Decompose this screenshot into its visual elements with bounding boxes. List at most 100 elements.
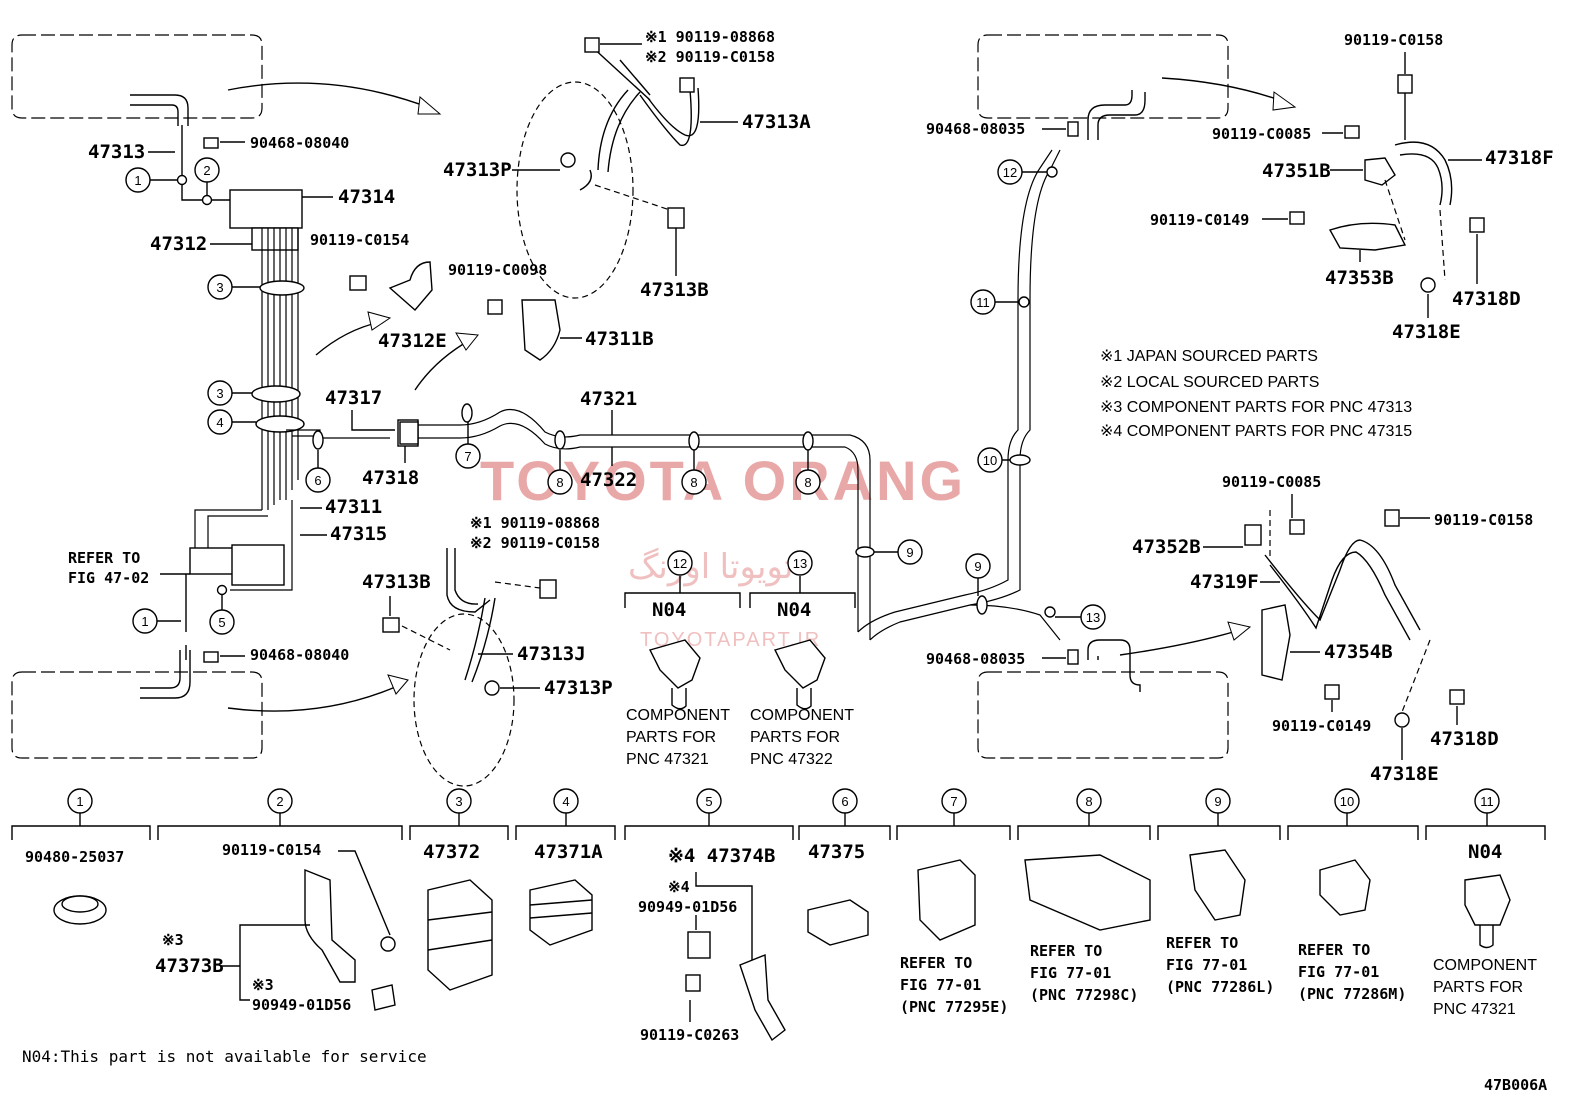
label-47317: 47317: [325, 387, 382, 409]
connector-47318: [399, 421, 419, 445]
callout-2: 2: [203, 163, 210, 178]
n04-clip-b: [773, 639, 826, 710]
legend-num-5: 5: [705, 794, 712, 809]
label-47318: 47318: [362, 467, 419, 489]
label-l-90119-C0158-top: ※2 90119-C0158: [645, 48, 775, 66]
callout-11: 11: [976, 295, 990, 310]
legend-2-sub2: ※3: [252, 976, 274, 994]
callout-4: 4: [216, 415, 223, 430]
legend-10-ref1: REFER TO: [1298, 941, 1370, 959]
legend-7-ref3: (PNC 77295E): [900, 998, 1008, 1016]
legend-11-part: N04: [1468, 841, 1502, 863]
legend-num-10: 10: [1340, 794, 1354, 809]
label-47313B-top: 47313B: [640, 279, 709, 301]
legend-2-sub1: ※3: [162, 931, 184, 949]
label-n04-a: N04: [652, 599, 686, 621]
label-47313: 47313: [88, 141, 145, 163]
legend-2-part: 90119-C0154: [222, 841, 321, 859]
legend-7-ref1: REFER TO: [900, 954, 972, 972]
callout-3a: 3: [216, 280, 223, 295]
label-47313B-bot: 47313B: [362, 571, 431, 593]
n04-clip-a: [648, 639, 701, 710]
label-90119-C0158-r: 90119-C0158: [1344, 31, 1443, 49]
label-90119-C0085-r: 90119-C0085: [1212, 125, 1311, 143]
legend-10-ref2: FIG 77-01: [1298, 963, 1379, 981]
hose-assembly-bottom: [382, 548, 557, 787]
legend-num-8: 8: [1085, 794, 1092, 809]
callout-1: 1: [134, 173, 141, 188]
bracket-47312E: [349, 261, 433, 311]
label-47315: 47315: [330, 523, 387, 545]
legend-num-3: 3: [455, 794, 462, 809]
label-47318E-r: 47318E: [1392, 321, 1461, 343]
legend-num-4: 4: [562, 794, 569, 809]
label-47318D-r2: 47318D: [1430, 728, 1499, 750]
legend-num-11: 11: [1480, 794, 1494, 809]
legend-2-sub1b: 47373B: [155, 955, 224, 977]
comp-b-line2: PARTS FOR: [750, 729, 840, 746]
legend-11-ref1: COMPONENT: [1433, 957, 1537, 974]
label-n04-b: N04: [777, 599, 811, 621]
label-j-90119-08868-bot: ※1 90119-08868: [470, 514, 600, 532]
label-l-90119-C0158-bot: ※2 90119-C0158: [470, 534, 600, 552]
comp-a-line3: PNC 47321: [626, 751, 709, 768]
legend-3-part: 47372: [423, 841, 480, 863]
label-90468-08035-top: 90468-08035: [926, 120, 1025, 138]
label-90119-C0154: 90119-C0154: [310, 231, 409, 249]
legend-num-2: 2: [276, 794, 283, 809]
hose-assembly-right-bottom: [1244, 509, 1465, 728]
label-47319F: 47319F: [1190, 571, 1259, 593]
legend-7-ref2: FIG 77-01: [900, 976, 981, 994]
label-47314: 47314: [338, 186, 395, 208]
legend-11-ref3: PNC 47321: [1433, 1001, 1516, 1018]
bracket-47311B: [487, 299, 561, 361]
label-j-90119-08868-top: ※1 90119-08868: [645, 28, 775, 46]
legend-8-ref1: REFER TO: [1030, 942, 1102, 960]
legend-2-sub2b: 90949-01D56: [252, 996, 351, 1014]
legend-11-ref2: PARTS FOR: [1433, 979, 1523, 996]
legend-8-ref3: (PNC 77298C): [1030, 986, 1138, 1004]
callout-10: 10: [983, 453, 997, 468]
legend-num-9: 9: [1214, 794, 1221, 809]
part-labels: 47313 90468-08040 47314 47312 90119-C015…: [68, 28, 1554, 785]
label-47322: 47322: [580, 469, 637, 491]
label-47353B: 47353B: [1325, 267, 1394, 289]
callout-7: 7: [464, 449, 471, 464]
label-90119-C0158-r2: 90119-C0158: [1434, 511, 1533, 529]
comp-b-line3: PNC 47322: [750, 751, 833, 768]
callout-1b: 1: [141, 614, 148, 629]
callout-9b: 9: [974, 559, 981, 574]
vehicle-box-top-left: [11, 34, 263, 126]
legend-5-sub2b: 90119-C0263: [640, 1026, 739, 1044]
comp-b-line1: COMPONENT: [750, 707, 854, 724]
legend-4-part: 47371A: [534, 841, 603, 863]
label-47313A: 47313A: [742, 111, 811, 133]
label-90119-C0085-r2: 90119-C0085: [1222, 473, 1321, 491]
legend-num-7: 7: [950, 794, 957, 809]
figure-code: 47B006A: [1484, 1076, 1547, 1094]
legend-9-ref3: (PNC 77286L): [1166, 978, 1274, 996]
comp-a-line1: COMPONENT: [626, 707, 730, 724]
label-90468-08040-bot: 90468-08040: [250, 646, 349, 664]
callout-3b: 3: [216, 386, 223, 401]
callout-12b: 12: [673, 556, 687, 571]
label-47318E-r2: 47318E: [1370, 763, 1439, 785]
label-47321: 47321: [580, 388, 637, 410]
note-3: ※3 COMPONENT PARTS FOR PNC 47313: [1100, 399, 1412, 416]
comp-a-line2: PARTS FOR: [626, 729, 716, 746]
label-47352B: 47352B: [1132, 536, 1201, 558]
callout-leaders: [150, 171, 1081, 622]
legend-row: 1 2 3 4 5 6 7 8 9 10 11 90480-25037 9011…: [11, 788, 1546, 1044]
label-47318F: 47318F: [1485, 147, 1554, 169]
watermark-persian: تویوتا اورنگ: [628, 547, 794, 587]
label-47312E: 47312E: [378, 330, 447, 352]
legend-10-ref3: (PNC 77286M): [1298, 985, 1406, 1003]
footer-n04-note: N04:This part is not available for servi…: [22, 1047, 427, 1066]
clip-90468-shapes: [203, 121, 1079, 665]
note-4: ※4 COMPONENT PARTS FOR PNC 47315: [1100, 423, 1412, 440]
label-47311: 47311: [325, 496, 382, 518]
callout-5: 5: [218, 615, 225, 630]
label-47313P-top: 47313P: [443, 159, 512, 181]
callout-8a: 8: [556, 475, 563, 490]
